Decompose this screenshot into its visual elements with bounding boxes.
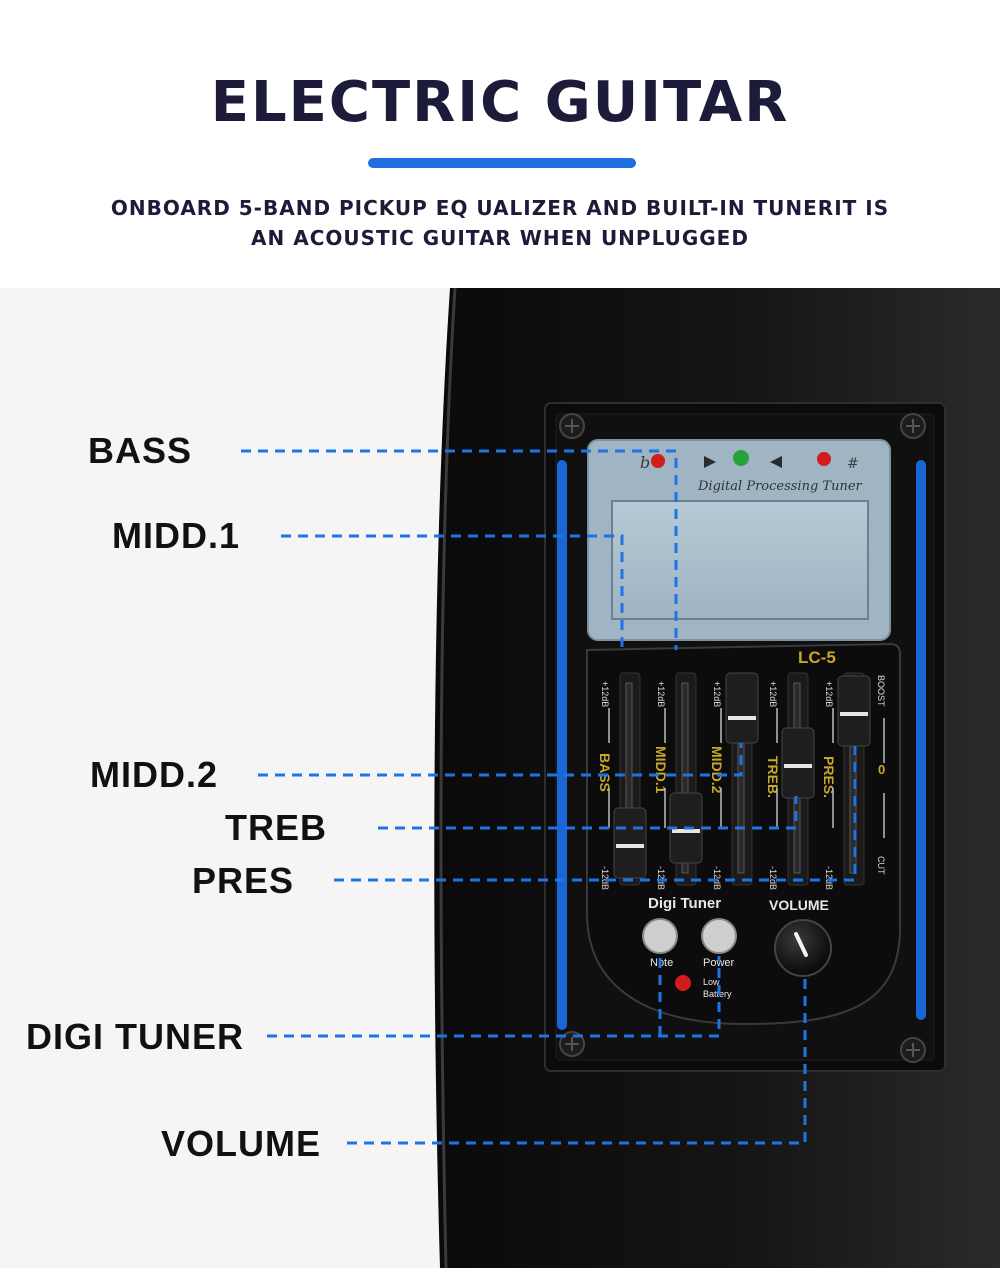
header: ELECTRIC GUITAR ONBOARD 5-BAND PICKUP EQ… — [0, 0, 1000, 288]
page-title: ELECTRIC GUITAR — [210, 70, 790, 135]
callout-digi-tuner: DIGI TUNER — [26, 1016, 245, 1057]
leader-treb — [378, 796, 798, 830]
slider-top-label: +12dB — [600, 681, 610, 707]
slider-bottom-label: -12dB — [712, 866, 722, 890]
flat-symbol: b — [640, 453, 650, 472]
slider-label: MIDD.1 — [653, 746, 669, 794]
low-battery-led-icon — [675, 975, 691, 991]
leader-digi-tuner — [267, 956, 721, 1038]
led-sharp-icon — [817, 452, 831, 466]
slider-top-label: +12dB — [824, 681, 834, 707]
callout-midd2: MIDD.2 — [90, 754, 219, 795]
note-button[interactable] — [642, 918, 678, 954]
guitar-preamp-illustration: b # Digital Processing Tuner LC-5 +12dB … — [241, 288, 1000, 1268]
leader-midd2 — [258, 743, 743, 777]
boost-label: BOOST — [876, 675, 886, 707]
cut-label: CUT — [876, 856, 886, 875]
slider-label: BASS — [597, 753, 613, 792]
slider-bass: +12dB BASS -12dB — [597, 672, 647, 890]
leader-volume — [347, 976, 807, 1145]
low-label: Low — [703, 977, 720, 987]
note-label: Note — [650, 957, 673, 969]
slider-label: TREB. — [765, 756, 781, 798]
sharp-symbol: # — [847, 456, 859, 472]
callout-pres: PRES — [192, 860, 295, 901]
body-highlight — [439, 288, 457, 1268]
slider-bottom-label: -12dB — [824, 866, 834, 890]
slider-treb: +12dB TREB. -12dB — [765, 672, 815, 890]
arrow-left-icon — [770, 456, 782, 468]
blue-strip-left — [557, 460, 567, 1030]
slider-bottom-label: -12dB — [768, 866, 778, 890]
subtitle-line-1: ONBOARD 5-BAND PICKUP EQ UALIZER AND BUI… — [110, 196, 890, 220]
model-label: LC-5 — [798, 648, 836, 667]
arrow-right-icon — [704, 456, 716, 468]
slider-bottom-label: -12dB — [600, 866, 610, 890]
callout-treb: TREB — [225, 807, 327, 848]
title-underline — [368, 158, 636, 168]
tuner-label: Digital Processing Tuner — [697, 479, 863, 494]
slider-midd2: +12dB MIDD.2 -12dB — [709, 672, 759, 890]
digi-tuner-label: Digi Tuner — [648, 895, 721, 912]
slider-knob — [725, 672, 759, 744]
volume-label: VOLUME — [769, 897, 829, 913]
tuner-lcd — [611, 500, 869, 620]
callout-volume: VOLUME — [161, 1123, 322, 1164]
led-center-icon — [733, 450, 749, 466]
slider-knob — [781, 727, 815, 799]
page-subtitle: ONBOARD 5-BAND PICKUP EQ UALIZER AND BUI… — [60, 193, 940, 253]
slider-top-label: +12dB — [768, 681, 778, 707]
slider-bottom-label: -12dB — [656, 866, 666, 890]
slider-label: MIDD.2 — [709, 746, 725, 794]
led-flat-icon — [651, 454, 665, 468]
slider-top-label: +12dB — [656, 681, 666, 707]
zero-label: 0 — [878, 762, 885, 777]
power-button[interactable] — [701, 918, 737, 954]
slider-label: PRES. — [821, 756, 837, 798]
leader-bass — [241, 449, 678, 650]
subtitle-line-2: AN ACOUSTIC GUITAR WHEN UNPLUGGED — [251, 226, 749, 250]
leader-lines — [241, 449, 857, 1145]
leader-pres — [334, 746, 857, 882]
blue-strip-right — [916, 460, 926, 1020]
slider-top-label: +12dB — [712, 681, 722, 707]
slider-knob — [613, 807, 647, 879]
product-photo: b # Digital Processing Tuner LC-5 +12dB … — [0, 288, 1000, 1268]
slider-knob — [837, 675, 871, 747]
callout-bass: BASS — [88, 430, 193, 471]
leader-midd1 — [281, 534, 624, 650]
callout-midd1: MIDD.1 — [112, 515, 241, 556]
power-label: Power — [703, 957, 735, 969]
